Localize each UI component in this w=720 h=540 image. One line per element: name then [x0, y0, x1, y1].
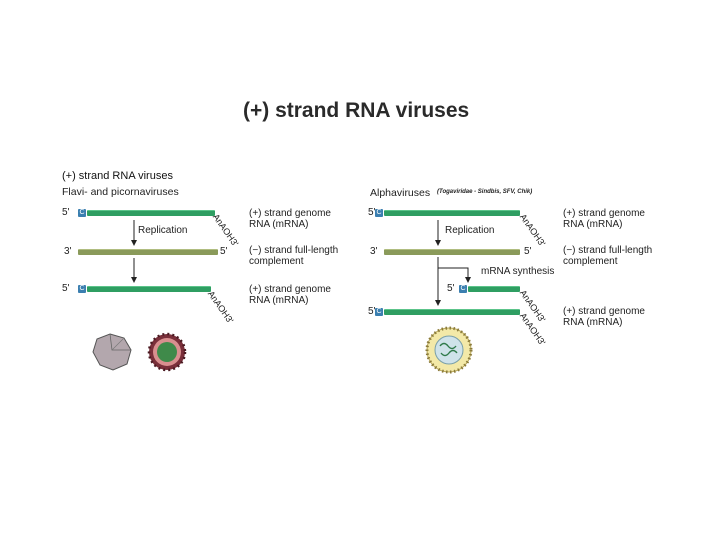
right-row1-plus-strand [384, 210, 520, 216]
right-row2-label-line2: complement [563, 256, 618, 267]
right-arrow-mrna [438, 267, 471, 283]
page-title: (+) strand RNA viruses [243, 99, 470, 122]
right-row4-5prime: 5' [368, 306, 376, 317]
right-heading: Alphaviruses [370, 187, 431, 199]
right-row1-cap: C [375, 209, 383, 217]
right-row2-label-line1: (−) strand full-length [563, 245, 653, 256]
right-row4-cap: C [375, 308, 383, 316]
left-row1-label: (+) strand genome RNA (mRNA) [249, 208, 331, 230]
left-row2-minus-strand [78, 249, 218, 255]
right-row1-label: (+) strand genome RNA (mRNA) [563, 208, 645, 230]
right-step-replication: Replication [443, 225, 497, 236]
left-row2-label: (−) strand full-length complement [249, 245, 338, 267]
right-row2-label: (−) strand full-length complement [563, 245, 652, 267]
right-row2-5prime: 5' [524, 246, 532, 257]
left-row2-3prime: 3' [64, 246, 72, 257]
flavivirus-virion-icon [147, 332, 187, 372]
right-row1-5prime: 5' [368, 207, 376, 218]
right-row3-cap: C [459, 285, 467, 293]
left-row3-cap: C [78, 285, 86, 293]
left-row3-label-line2: RNA (mRNA) [249, 295, 309, 306]
right-row4-plus-strand [384, 309, 520, 315]
left-subheading: Flavi- and picornaviruses [62, 186, 179, 198]
left-step-replication: Replication [136, 225, 190, 236]
left-row2-label-line1: (−) strand full-length [249, 245, 339, 256]
left-row1-cap: C [78, 209, 86, 217]
left-row3-plus-strand [87, 286, 211, 292]
left-row3-label-line1: (+) strand genome [249, 284, 331, 295]
right-row4-label: (+) strand genome RNA (mRNA) [563, 306, 645, 328]
picornavirus-virion-icon [92, 333, 132, 371]
left-row1-label-line2: RNA (mRNA) [249, 219, 309, 230]
right-row3-plus-strand [468, 286, 520, 292]
left-row3-label: (+) strand genome RNA (mRNA) [249, 284, 331, 306]
right-row1-label-line2: RNA (mRNA) [563, 219, 623, 230]
left-row1-label-line1: (+) strand genome [249, 208, 331, 219]
right-row3-5prime: 5' [447, 283, 455, 294]
right-row2-3prime: 3' [370, 246, 378, 257]
left-row2-5prime: 5' [220, 246, 228, 257]
right-row1-label-line1: (+) strand genome [563, 208, 645, 219]
alphavirus-virion-icon [425, 326, 473, 374]
left-row1-plus-strand [87, 210, 215, 216]
left-heading: (+) strand RNA viruses [62, 170, 173, 182]
left-row2-label-line2: complement [249, 256, 304, 267]
right-row2-minus-strand [384, 249, 520, 255]
left-row3-5prime: 5' [62, 283, 70, 294]
left-row1-5prime: 5' [62, 207, 70, 218]
right-family-note: (Togaviridae - Sindbis, SFV, Chik) [437, 189, 533, 195]
right-row4-label-line2: RNA (mRNA) [563, 317, 623, 328]
right-row4-label-line1: (+) strand genome [563, 306, 645, 317]
right-step-mrna-synthesis: mRNA synthesis [479, 266, 557, 277]
